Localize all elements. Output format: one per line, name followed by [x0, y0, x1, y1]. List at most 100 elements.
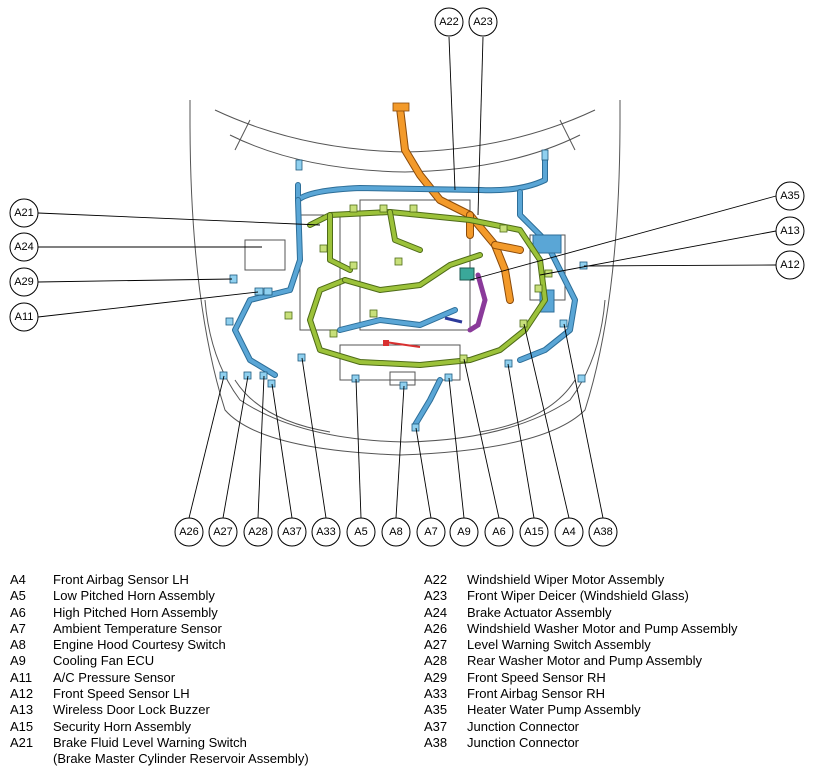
legend-code: A7	[10, 620, 26, 636]
legend-name: Heater Water Pump Assembly	[467, 702, 641, 718]
legend-code: A33	[424, 686, 448, 702]
legend-name: Engine Hood Courtesy Switch	[53, 637, 226, 653]
legend-item: A26 Windshield Washer Motor and Pump Asse…	[424, 621, 809, 637]
callout-A38: A38	[588, 517, 618, 547]
callout-label: A8	[389, 526, 402, 538]
callout-A27: A27	[208, 517, 238, 547]
legend-code: A9	[10, 653, 26, 669]
legend-name: (Brake Master Cylinder Reservoir Assembl…	[53, 751, 309, 767]
callout-label: A6	[492, 526, 505, 538]
legend-code: A22	[424, 572, 448, 587]
legend-name: Front Wiper Deicer (Windshield Glass)	[467, 588, 689, 604]
legend-name: Wireless Door Lock Buzzer	[53, 702, 210, 718]
legend-name: Cooling Fan ECU	[53, 653, 155, 669]
legend-item: A23 Front Wiper Deicer (Windshield Glass)	[424, 588, 809, 604]
callout-label: A33	[316, 526, 336, 538]
legend-code: A38	[424, 734, 448, 750]
legend-item: A37 Junction Connector	[424, 719, 809, 735]
legend-code: A6	[10, 604, 26, 620]
legend-item: A21 Brake Fluid Level Warning Switch	[10, 735, 400, 751]
callout-A26: A26	[174, 517, 204, 547]
callout-A35: A35	[775, 181, 805, 211]
legend-item: A9 Cooling Fan ECU	[10, 653, 400, 669]
callout-A37: A37	[277, 517, 307, 547]
callout-label: A21	[14, 207, 34, 219]
callout-label: A11	[15, 311, 34, 323]
legend-code: A11	[10, 669, 33, 685]
green-harness	[307, 209, 548, 368]
legend-code: A13	[10, 702, 34, 718]
legend-name: Rear Washer Motor and Pump Assembly	[467, 653, 703, 669]
callout-label: A28	[248, 526, 268, 538]
legend-code: A8	[10, 637, 26, 653]
legend-name: Front Airbag Sensor RH	[467, 686, 606, 702]
legend-item: A5 Low Pitched Horn Assembly	[10, 588, 400, 604]
callout-A29: A29	[9, 267, 39, 297]
legend-code: A28	[424, 653, 448, 669]
callout-label: A12	[780, 259, 800, 271]
legend-name: Front Speed Sensor LH	[53, 686, 190, 702]
callout-label: A5	[354, 526, 367, 538]
callout-A24: A24	[9, 232, 39, 262]
legend-code: A27	[424, 637, 448, 653]
legend-code: A21	[10, 734, 34, 750]
misc-harness	[383, 267, 488, 348]
legend-name: Windshield Washer Motor and Pump Assembl…	[467, 620, 738, 636]
callout-label: A27	[213, 526, 233, 538]
callout-A4: A4	[554, 517, 584, 547]
callout-A15: A15	[519, 517, 549, 547]
legend-name: Security Horn Assembly	[53, 718, 191, 734]
callout-A12: A12	[775, 250, 805, 280]
legend-item: A38 Junction Connector	[424, 735, 809, 751]
legend-code: A23	[424, 588, 448, 604]
legend-name: High Pitched Horn Assembly	[53, 604, 218, 620]
callout-label: A13	[780, 225, 800, 237]
legend-code: A35	[424, 702, 448, 718]
callout-A8: A8	[381, 517, 411, 547]
connectors	[219, 149, 588, 432]
orange-harness	[392, 102, 524, 304]
callout-label: A26	[179, 526, 199, 538]
wire-harness-diagram: A22 A23 A21 A24 A29 A11 A35 A13 A12 A26 …	[9, 7, 805, 547]
leader-lines	[37, 36, 777, 519]
legend-name: Low Pitched Horn Assembly	[53, 588, 215, 604]
legend-code: A29	[424, 669, 448, 685]
callout-label: A24	[14, 241, 34, 253]
legend-code: A26	[424, 620, 448, 636]
legend-name: Level Warning Switch Assembly	[467, 637, 651, 653]
legend-name: Windshield Wiper Motor Assembly	[467, 572, 665, 587]
callout-A6: A6	[484, 517, 514, 547]
legend-code: A15	[10, 718, 34, 734]
legend-code: A37	[424, 718, 448, 734]
legend-code: A12	[10, 686, 34, 702]
legend-item: A22 Windshield Wiper Motor Assembly	[424, 572, 809, 588]
callout-label: A38	[593, 526, 613, 538]
legend-item: A6 High Pitched Horn Assembly	[10, 605, 400, 621]
callout-A7: A7	[416, 517, 446, 547]
callout-label: A35	[780, 190, 800, 202]
legend-code: A5	[10, 588, 26, 604]
legend-item: A35 Heater Water Pump Assembly	[424, 702, 809, 718]
callout-label: A29	[14, 276, 34, 288]
legend-name: Front Airbag Sensor LH	[53, 572, 189, 587]
callout-A11: A11	[9, 302, 39, 332]
callout-label: A23	[473, 16, 493, 28]
callout-A9: A9	[449, 517, 479, 547]
callout-label: A22	[439, 16, 459, 28]
legend-name: Junction Connector	[467, 718, 580, 734]
legend-item: A27 Level Warning Switch Assembly	[424, 637, 809, 653]
callout-A23: A23	[468, 7, 498, 37]
legend-name: Junction Connector	[467, 734, 580, 750]
callout-A5: A5	[346, 517, 376, 547]
legend-name: Brake Fluid Level Warning Switch	[53, 734, 247, 750]
callout-A22: A22	[434, 7, 464, 37]
legend-item: (Brake Master Cylinder Reservoir Assembl…	[10, 751, 400, 767]
callout-A21: A21	[9, 198, 39, 228]
callout-A13: A13	[775, 216, 805, 246]
